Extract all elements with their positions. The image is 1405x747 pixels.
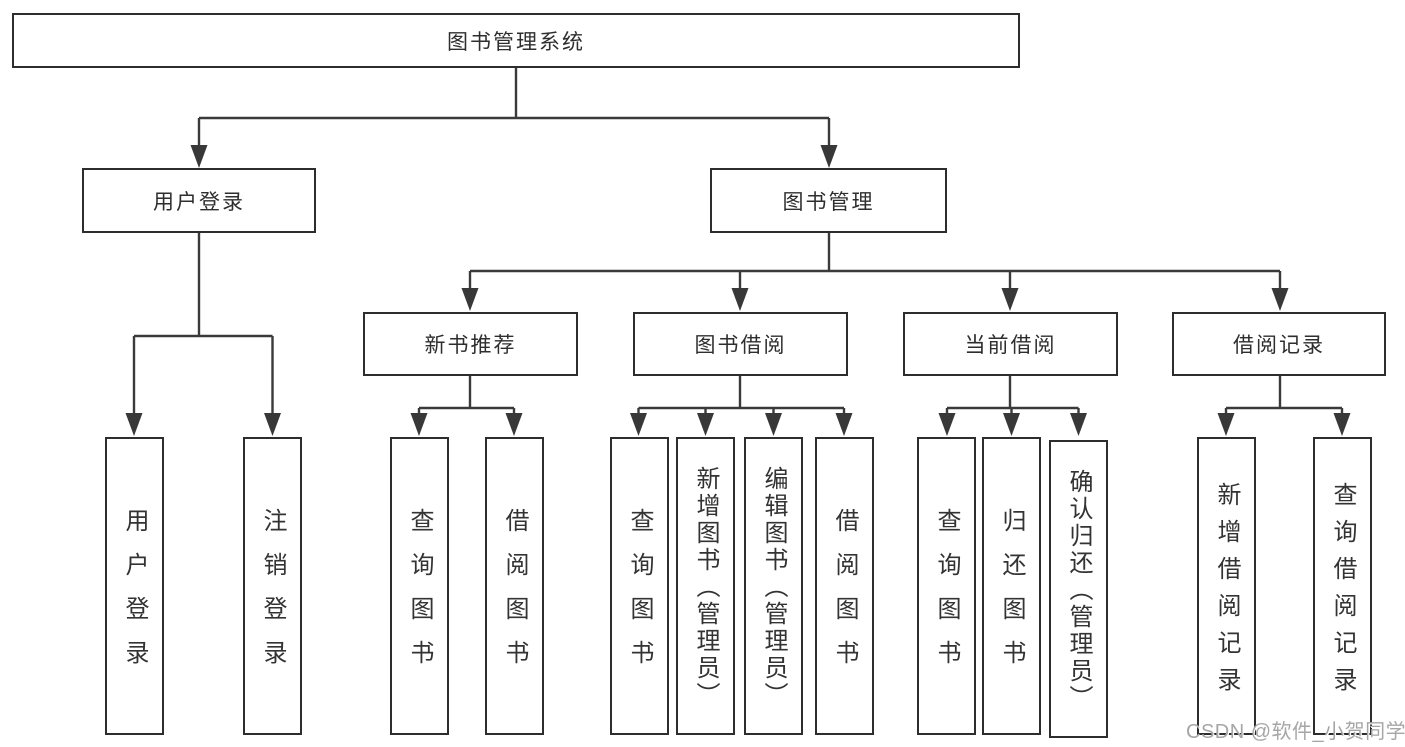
leaf-return-books: 归还图书	[982, 437, 1041, 735]
node-borrowing-records: 借阅记录	[1172, 312, 1386, 376]
connector-new-book-recommend-to-leaves	[410, 375, 523, 436]
leaf-edit-books-admin: 编辑图书（管理员）	[744, 437, 803, 735]
node-label: 当前借阅	[964, 334, 1057, 357]
leaf-label: 新增图书（管理员）	[692, 466, 719, 709]
arrowhead	[190, 145, 208, 168]
leaf-query-books-borrowing: 查询图书	[610, 437, 669, 735]
arrowhead	[697, 413, 714, 436]
leaf-label: 借阅图书	[831, 508, 858, 684]
arrowhead	[630, 413, 647, 436]
arrowhead	[264, 413, 281, 436]
arrowhead	[410, 413, 428, 436]
arrowhead	[835, 413, 853, 436]
leaf-label: 确认归还（管理员）	[1065, 469, 1092, 712]
connector-book-management-to-level3	[461, 233, 1289, 311]
arrowhead	[461, 288, 479, 311]
leaf-query-books-recommend: 查询图书	[390, 437, 449, 735]
csdn-watermark: CSDN @软件_小贺同学	[1186, 721, 1405, 743]
leaf-label: 用户登录	[121, 508, 148, 684]
connector-current-borrowing-to-leaves	[938, 375, 1087, 436]
node-current-borrowing: 当前借阅	[903, 312, 1118, 376]
node-library-management-system: 图书管理系统	[12, 13, 1020, 68]
leaf-logout: 注销登录	[243, 437, 302, 735]
node-label: 用户登录	[153, 190, 245, 214]
leaf-label: 归还图书	[998, 508, 1025, 684]
leaf-confirm-return-admin: 确认归还（管理员）	[1049, 440, 1108, 738]
leaf-query-borrow-record: 查询借阅记录	[1313, 437, 1372, 735]
arrowhead	[820, 145, 838, 168]
node-label: 图书管理	[782, 190, 875, 214]
leaf-add-borrow-record: 新增借阅记录	[1197, 437, 1256, 735]
arrowhead	[938, 413, 956, 436]
leaf-label: 编辑图书（管理员）	[760, 466, 787, 709]
node-label: 借阅记录	[1233, 334, 1325, 357]
arrowhead	[1001, 288, 1019, 311]
arrowhead	[731, 288, 749, 311]
leaf-borrow-books-recommend: 借阅图书	[485, 437, 544, 735]
leaf-label: 借阅图书	[501, 508, 528, 684]
node-user-login: 用户登录	[82, 168, 316, 233]
leaf-label: 查询借阅记录	[1329, 481, 1356, 704]
node-label: 新书推荐	[424, 334, 517, 357]
arrowhead	[765, 413, 782, 436]
leaf-label: 注销登录	[259, 508, 286, 684]
leaf-label: 查询图书	[406, 508, 433, 684]
arrowhead	[1271, 288, 1289, 311]
connector-root-to-level2	[190, 68, 838, 168]
leaf-add-books-admin: 新增图书（管理员）	[676, 437, 735, 735]
leaf-label: 查询图书	[626, 508, 653, 684]
leaf-borrow-books: 借阅图书	[815, 437, 874, 735]
leaf-query-books-current: 查询图书	[917, 437, 976, 735]
leaf-label: 查询图书	[933, 508, 960, 684]
arrowhead	[1333, 413, 1351, 436]
connector-user-login-to-leaves	[125, 233, 281, 436]
arrowhead	[1003, 413, 1020, 436]
arrowhead	[125, 413, 143, 436]
leaf-label: 新增借阅记录	[1213, 481, 1240, 704]
node-new-book-recommend: 新书推荐	[363, 312, 578, 376]
connector-book-borrowing-to-leaves	[630, 375, 853, 436]
arrowhead	[1070, 413, 1087, 436]
leaf-user-login: 用户登录	[105, 437, 164, 735]
node-book-borrowing: 图书借阅	[633, 312, 848, 376]
arrowhead	[1217, 413, 1235, 436]
arrowhead	[505, 413, 523, 436]
connector-borrowing-records-to-leaves	[1217, 375, 1351, 436]
node-book-management: 图书管理	[710, 168, 947, 233]
node-label: 图书管理系统	[447, 30, 585, 54]
node-label: 图书借阅	[694, 334, 787, 357]
